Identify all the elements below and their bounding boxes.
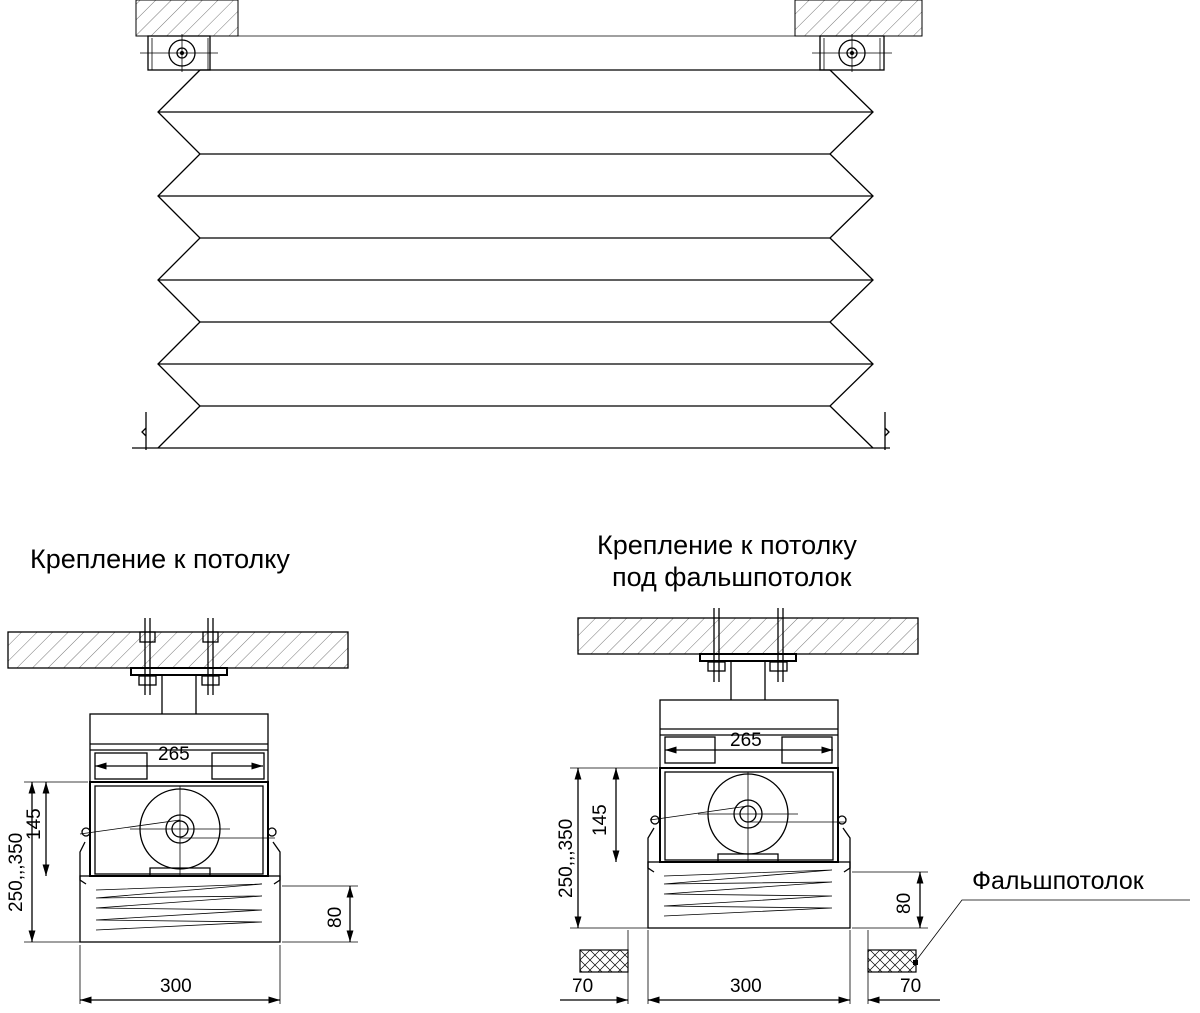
false-ceiling-label: Фальшпотолок bbox=[972, 867, 1145, 895]
dim-left-bottom-height: 80 bbox=[325, 907, 346, 928]
false-ceiling-right bbox=[867, 949, 917, 973]
dim-right-gap-right: 70 bbox=[900, 976, 921, 997]
section-false-ceiling-mount: 265 250,,,350 145 80 300 70 70 bbox=[556, 608, 1190, 1004]
ceiling-section-left bbox=[135, 0, 239, 37]
pleated-fabric bbox=[132, 69, 890, 449]
dim-left-width: 300 bbox=[160, 976, 192, 997]
dim-right-box-height: 145 bbox=[590, 804, 611, 836]
dim-right-inner-width: 265 bbox=[730, 730, 762, 751]
right-title-line1: Крепление к потолку bbox=[597, 530, 857, 560]
concrete-ceiling bbox=[7, 631, 349, 669]
dim-right-width: 300 bbox=[730, 976, 762, 997]
dim-left-inner-width: 265 bbox=[158, 744, 190, 765]
right-title-line2: под фальшпотолок bbox=[612, 562, 852, 592]
dim-left-box-height: 145 bbox=[24, 808, 45, 840]
ceiling-section-right bbox=[794, 0, 923, 37]
curtain-front-view bbox=[132, 0, 923, 450]
left-title: Крепление к потолку bbox=[30, 544, 290, 574]
false-ceiling-left bbox=[579, 949, 629, 973]
dim-right-gap-left: 70 bbox=[572, 976, 593, 997]
section-ceiling-mount: 265 250,,,350 145 80 300 bbox=[6, 618, 358, 1004]
concrete-ceiling bbox=[577, 617, 919, 655]
dim-left-total-height: 250,,,350 bbox=[6, 833, 27, 912]
mount-bracket-left bbox=[140, 34, 218, 72]
mount-bracket-right bbox=[812, 34, 892, 72]
dim-right-total-height: 250,,,350 bbox=[556, 819, 577, 898]
dim-right-bottom-height: 80 bbox=[894, 893, 915, 914]
side-guides bbox=[141, 412, 890, 450]
